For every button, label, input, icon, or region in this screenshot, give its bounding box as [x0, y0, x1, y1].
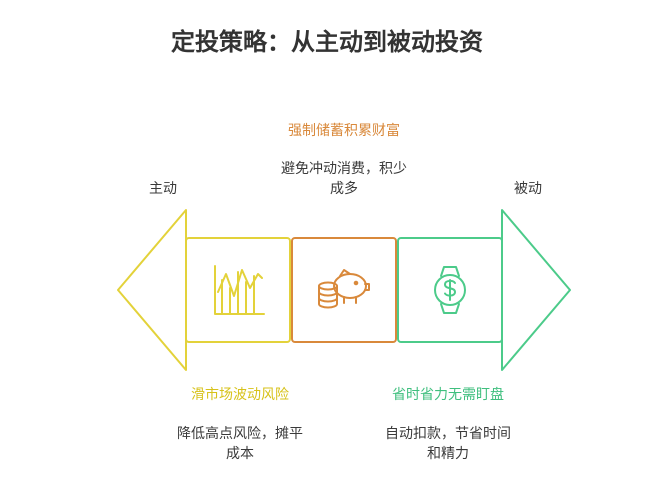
page-title: 定投策略：从主动到被动投资 — [171, 28, 483, 56]
stage-2-desc-line-2: 成多 — [330, 181, 358, 197]
stage-2-desc-line-1: 避免冲动消费，积少 — [281, 161, 407, 177]
stage-2-desc: 避免冲动消费，积少 成多 — [281, 159, 407, 199]
stage-3-desc-line-1: 自动扣款，节省时间 — [385, 426, 511, 442]
stage-1-desc-line-2: 成本 — [226, 446, 254, 462]
right-arrow — [501, 209, 571, 371]
right-end-label: 被动 — [514, 181, 542, 197]
stage-1-title: 滑市场波动风险 — [191, 387, 289, 403]
stage-2-title: 强制储蓄积累财富 — [288, 123, 400, 139]
watch-icon — [434, 266, 466, 314]
stage-3-desc: 自动扣款，节省时间 和精力 — [385, 424, 511, 464]
stage-3-title: 省时省力无需盯盘 — [392, 387, 504, 403]
chart-icon — [214, 265, 265, 315]
piggy-bank-icon — [318, 269, 370, 309]
stage-3-desc-line-2: 和精力 — [427, 446, 469, 462]
stage-2-box — [291, 237, 397, 343]
left-arrow — [117, 209, 187, 371]
stage-1-desc: 降低高点风险，摊平 成本 — [177, 424, 303, 464]
left-end-label: 主动 — [149, 181, 177, 197]
stage-1-desc-line-1: 降低高点风险，摊平 — [177, 426, 303, 442]
